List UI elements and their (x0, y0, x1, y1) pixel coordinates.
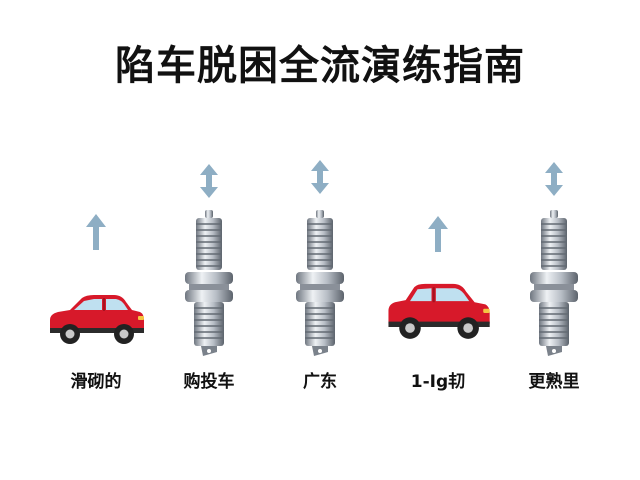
up-down-arrow-icon (200, 164, 218, 198)
step-4: 1-Ig㓞 (378, 0, 498, 480)
spark-plug-image (296, 210, 344, 356)
page-title: 陷车脱困全流演练指南 (115, 43, 525, 89)
step-3: 广东 (260, 0, 380, 480)
up-down-arrow-icon (311, 160, 329, 194)
step-label: 滑砌的 (70, 372, 122, 392)
step-label: 更熟里 (528, 372, 580, 392)
step-label: 购投车 (183, 372, 235, 392)
spark-plug-image (185, 210, 233, 356)
up-arrow-icon (428, 216, 448, 252)
red-car-image (50, 295, 144, 344)
step-1: 滑砌的 (36, 0, 156, 480)
step-5: 更熟里 (494, 0, 614, 480)
up-arrow-icon (86, 214, 106, 250)
red-car-image (388, 283, 490, 339)
spark-plug-image (530, 210, 578, 356)
up-down-arrow-icon (545, 162, 563, 196)
step-2: 购投车 (149, 0, 269, 480)
step-label: 1-Ig㓞 (410, 372, 466, 392)
step-label: 广东 (303, 372, 337, 392)
